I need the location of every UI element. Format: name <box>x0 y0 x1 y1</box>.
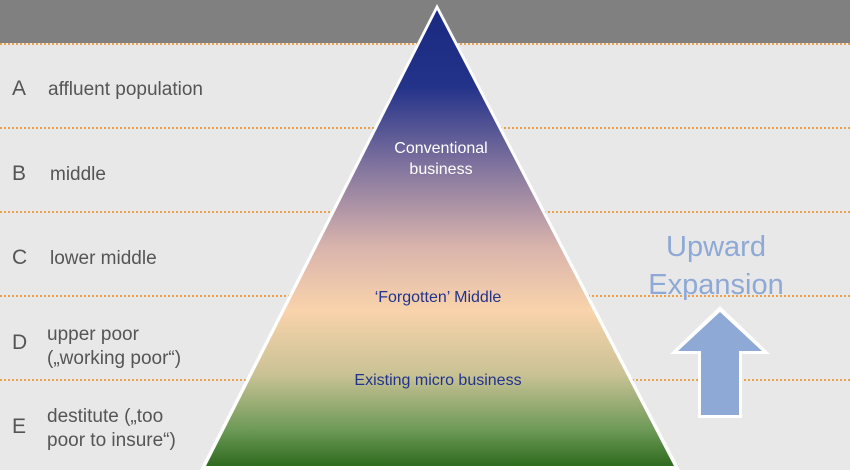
band-letter: E <box>12 415 27 438</box>
up-arrow-icon <box>670 306 770 418</box>
expansion-line: Upward <box>666 231 766 263</box>
band-label: affluent population <box>48 79 203 100</box>
band-letter: B <box>12 162 27 185</box>
band-label: lower middle <box>50 248 157 269</box>
conventional-business-label: Conventional business <box>370 138 512 180</box>
pyramid-body <box>206 10 674 466</box>
label-line: Conventional <box>394 140 488 157</box>
expansion-line: Expansion <box>648 269 784 301</box>
band-label: destitute („too <box>47 406 164 427</box>
band-letter: A <box>12 77 27 100</box>
label-line: business <box>409 161 473 178</box>
band-label: poor to insure“) <box>47 430 176 451</box>
forgotten-middle-label: ‘Forgotten’ Middle <box>374 289 502 306</box>
existing-micro-business-label: Existing micro business <box>354 372 522 389</box>
band-label: („working poor“) <box>47 348 182 369</box>
band-label: upper poor <box>47 324 139 345</box>
band-letter: D <box>12 331 28 354</box>
band-letter: C <box>12 246 28 269</box>
band-label: middle <box>50 164 106 185</box>
upward-expansion-text: Upward Expansion <box>630 228 802 304</box>
